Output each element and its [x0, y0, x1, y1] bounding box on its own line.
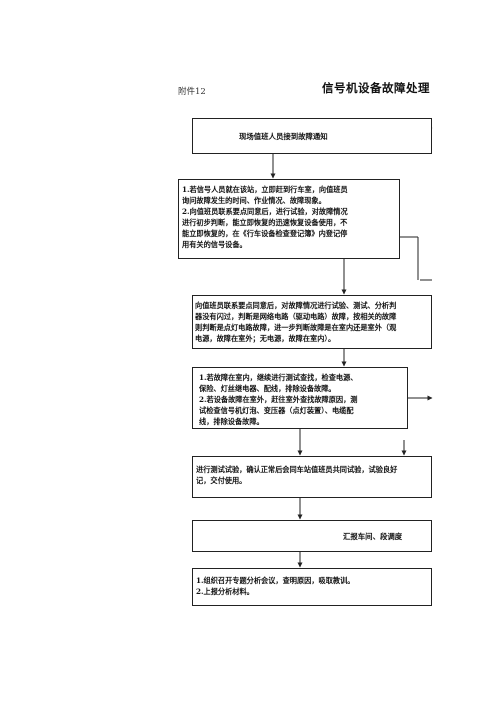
- step-initial-check: 1.若信号人员就在该站，立即赶到行车室，向值班员 询问故障发生的时间、作业情况、…: [178, 179, 400, 259]
- attachment-label: 附件12: [178, 87, 206, 97]
- step-verify-handover: 进行测试试验，确认正常后会同车站值班员共同试验，试验良好 记，交付使用。: [192, 456, 432, 498]
- step-text: 用有关的信号设备。: [182, 240, 247, 249]
- step-text: 则判断是点灯电路故障，进一步判断故障是在室内还是室外（观: [195, 323, 397, 332]
- step-text: 2.若设备故障在室外，赶往室外查找故障原因，测: [199, 395, 358, 404]
- step-analysis-meeting: 1.组织召开专题分析会议，查明原因，吸取教训。 2.上报分析材料。: [192, 568, 432, 606]
- step-text: 能立即恢复的，在《行车设备检查登记簿》内登记停: [182, 229, 348, 238]
- step-troubleshoot: 1.若故障在室内，继续进行测试查找，检查电源、 保险、灯丝继电器、配线，排除设备…: [192, 367, 408, 429]
- step-test-analysis: 向值班员联系要点同意后，对故障情况进行试验、测试、分析判 器没有闪过，判断是网络…: [192, 295, 432, 349]
- step-text: 器没有闪过，判断是网络电路（驱动电路）故障，按相关的故障: [195, 312, 397, 321]
- step-text: 1.组织召开专题分析会议，查明原因，吸取教训。: [196, 576, 355, 585]
- step-text: 试检查信号机灯泡、变压器（点灯装置）、电缆配: [199, 406, 354, 415]
- step-text: 1.若信号人员就在该站，立即赶到行车室，向值班员: [182, 185, 348, 194]
- step-text: 进行测试试验，确认正常后会同车站值班员共同试验，试验良好: [196, 465, 398, 474]
- step-text: 2.上报分析材料。: [196, 587, 254, 596]
- step-receive-notice: 现场值班人员接到故障通知: [192, 118, 432, 154]
- step-text: 1.若故障在室内，继续进行测试查找，检查电源、: [199, 373, 358, 382]
- step-text: 2.向值班员联系要点同意后，进行试验，对故障情况: [182, 207, 348, 216]
- step-text: 保险、灯丝继电器、配线，排除设备故障。: [199, 384, 336, 393]
- step-text: 汇报车间、段调度: [343, 532, 403, 541]
- step-text: 现场值班人员接到故障通知: [239, 132, 328, 141]
- step-text: 电源，故障在室外；无电源，故障在室内）。: [195, 334, 336, 343]
- step-text: 记，交付使用。: [196, 476, 247, 485]
- step-report: 汇报车间、段调度: [192, 520, 432, 552]
- step-text: 线，排除设备故障。: [199, 417, 264, 426]
- step-text: 向值班员联系要点同意后，对故障情况进行试验、测试、分析判: [195, 301, 397, 310]
- step-text: 进行初步判断，能立即恢复的迅速恢复设备使用，不: [182, 218, 348, 227]
- page-title: 信号机设备故障处理: [322, 81, 430, 95]
- step-text: 询问故障发生的时间、作业情况、故障现象。: [182, 196, 326, 205]
